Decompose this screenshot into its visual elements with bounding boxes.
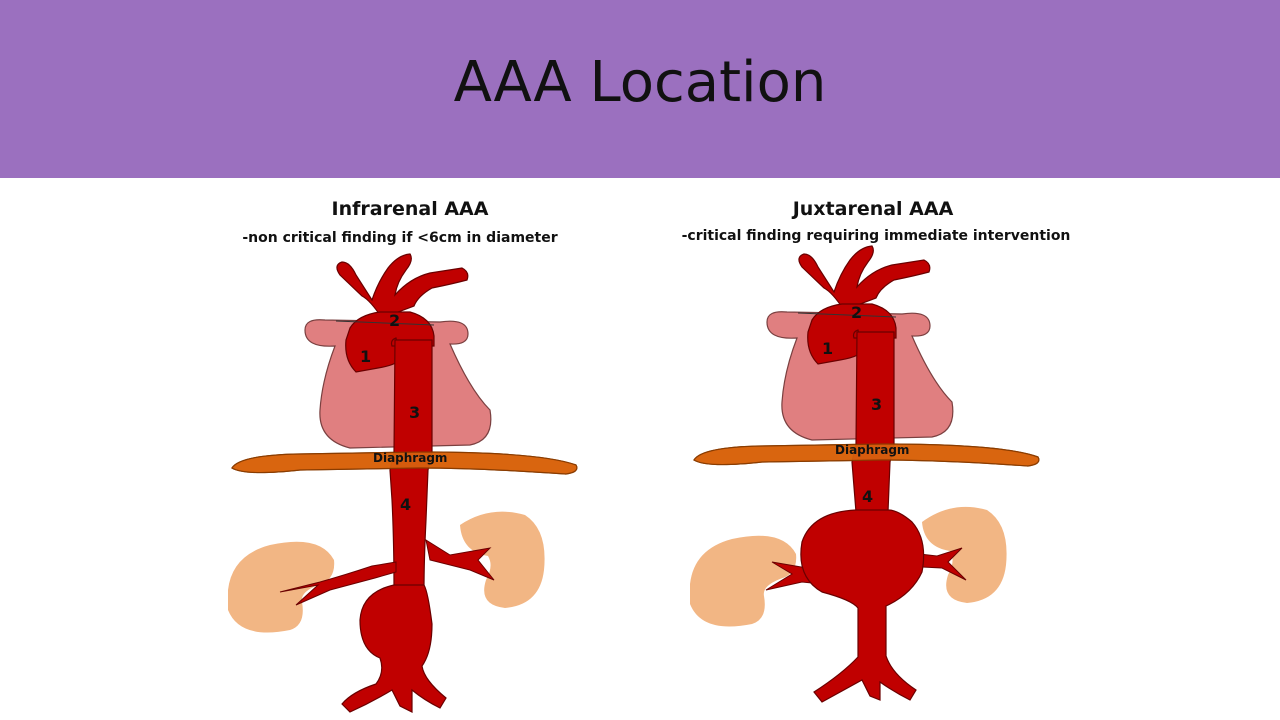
panel-title-juxtarenal: Juxtarenal AAA (792, 198, 954, 220)
label-4: 4 (400, 495, 411, 514)
title-banner (0, 0, 1280, 178)
panel-title-infrarenal: Infrarenal AAA (331, 198, 489, 220)
right-kidney (460, 511, 545, 608)
right-kidney (922, 506, 1007, 603)
label-2: 2 (389, 311, 400, 330)
descending-aorta (851, 331, 895, 513)
label-3: 3 (871, 395, 882, 414)
label-2: 2 (851, 303, 862, 322)
label-3: 3 (409, 403, 420, 422)
slide-title: AAA Location (453, 50, 827, 115)
label-diaphragm: Diaphragm (373, 451, 447, 465)
label-1: 1 (360, 347, 371, 366)
label-diaphragm: Diaphragm (835, 443, 909, 457)
juxtarenal-aneurysm (800, 509, 925, 703)
infrarenal-diagram: 1 2 3 4 Diaphragm (228, 253, 578, 713)
left-kidney (228, 541, 335, 633)
label-1: 1 (822, 339, 833, 358)
juxtarenal-diagram: 1 2 3 4 Diaphragm (690, 245, 1040, 703)
renal-arteries (279, 538, 495, 606)
infrarenal-aneurysm (341, 584, 447, 713)
label-4: 4 (862, 487, 873, 506)
panel-subtitle-juxtarenal: -critical finding requiring immediate in… (681, 228, 1071, 244)
panel-subtitle-infrarenal: -non critical finding if <6cm in diamete… (242, 230, 558, 246)
left-kidney (690, 535, 797, 627)
